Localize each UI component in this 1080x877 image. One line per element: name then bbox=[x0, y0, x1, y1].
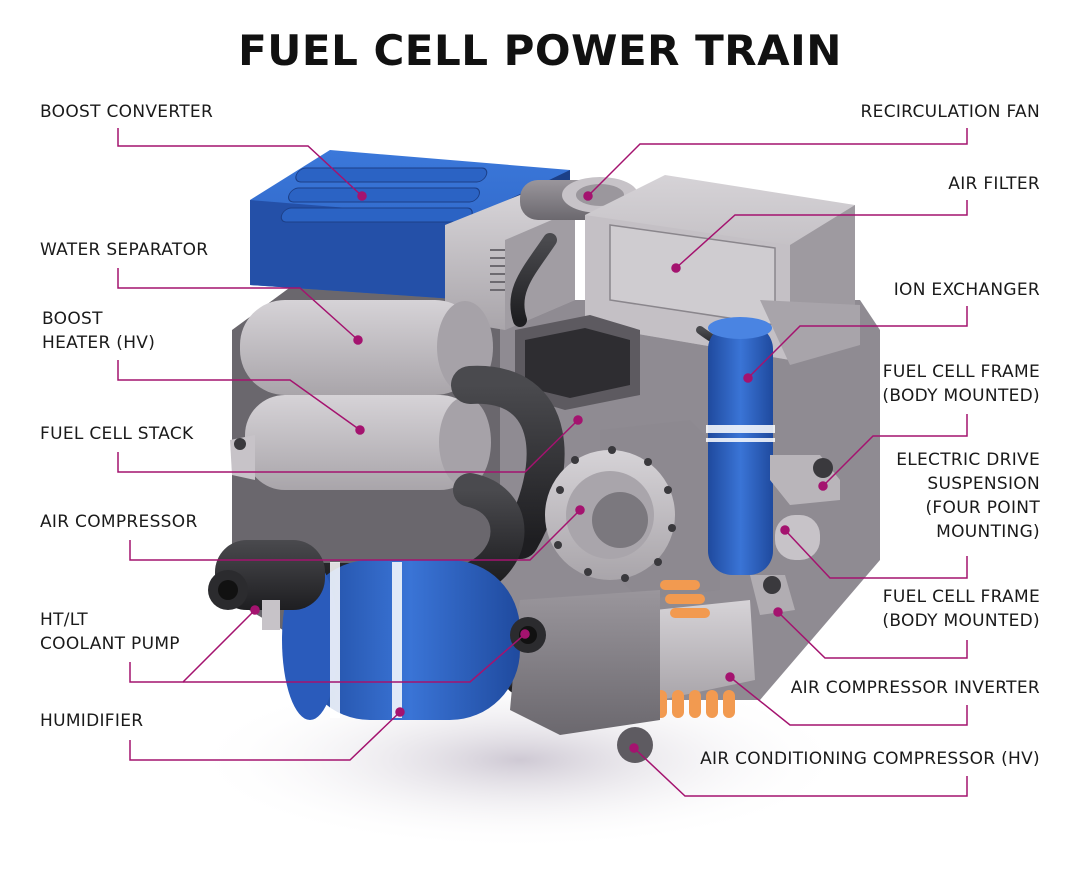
leader-boost-heater bbox=[117, 360, 361, 431]
page-title: FUEL CELL POWER TRAIN bbox=[238, 26, 842, 75]
label-fuel-cell-frame-bottom: FUEL CELL FRAME (BODY MOUNTED) bbox=[882, 587, 1040, 631]
powertrain-illustration bbox=[208, 150, 880, 763]
coolant-pump bbox=[208, 540, 546, 653]
label-fuel-cell-stack: FUEL CELL STACK bbox=[40, 424, 194, 444]
leader-humidifier bbox=[129, 711, 401, 761]
leader-inverter bbox=[729, 676, 968, 726]
leader-fuel-cell-stack bbox=[117, 419, 579, 473]
leader-frame-bottom bbox=[777, 611, 968, 659]
label-humidifier: HUMIDIFIER bbox=[40, 711, 144, 731]
leader-frame-top bbox=[822, 414, 968, 487]
ion-exchanger bbox=[706, 317, 775, 575]
label-recirculation-fan: RECIRCULATION FAN bbox=[860, 102, 1040, 122]
leader-air-compressor bbox=[129, 509, 581, 561]
label-air-compressor: AIR COMPRESSOR bbox=[40, 512, 198, 532]
leader-recirculation-fan bbox=[587, 128, 968, 197]
leader-electric-drive bbox=[784, 529, 968, 579]
leader-ac-compressor bbox=[633, 747, 968, 797]
leader-boost-converter bbox=[117, 128, 363, 197]
label-fuel-cell-frame-top: FUEL CELL FRAME (BODY MOUNTED) bbox=[882, 362, 1040, 406]
label-coolant-pump: HT/LT COOLANT PUMP bbox=[40, 610, 180, 654]
label-ion-exchanger: ION EXCHANGER bbox=[893, 280, 1040, 300]
label-boost-heater: BOOST HEATER (HV) bbox=[42, 309, 156, 353]
label-air-filter: AIR FILTER bbox=[948, 174, 1040, 194]
fuel-cell-stack bbox=[245, 395, 491, 490]
leader-water-separator bbox=[117, 268, 359, 341]
label-ac-compressor: AIR CONDITIONING COMPRESSOR (HV) bbox=[700, 749, 1040, 769]
label-water-separator: WATER SEPARATOR bbox=[40, 240, 209, 260]
label-boost-converter: BOOST CONVERTER bbox=[40, 102, 214, 122]
label-air-compressor-inverter: AIR COMPRESSOR INVERTER bbox=[790, 678, 1040, 698]
label-electric-drive-suspension: ELECTRIC DRIVE SUSPENSION (FOUR POINT MO… bbox=[896, 450, 1040, 542]
leader-ion-exchanger bbox=[747, 306, 968, 379]
leader-air-filter bbox=[675, 200, 968, 269]
air-compressor bbox=[545, 420, 720, 600]
water-separator bbox=[240, 300, 493, 395]
leader-coolant-pump bbox=[129, 609, 256, 683]
air-filter bbox=[585, 175, 860, 365]
leader-lines bbox=[117, 128, 968, 797]
